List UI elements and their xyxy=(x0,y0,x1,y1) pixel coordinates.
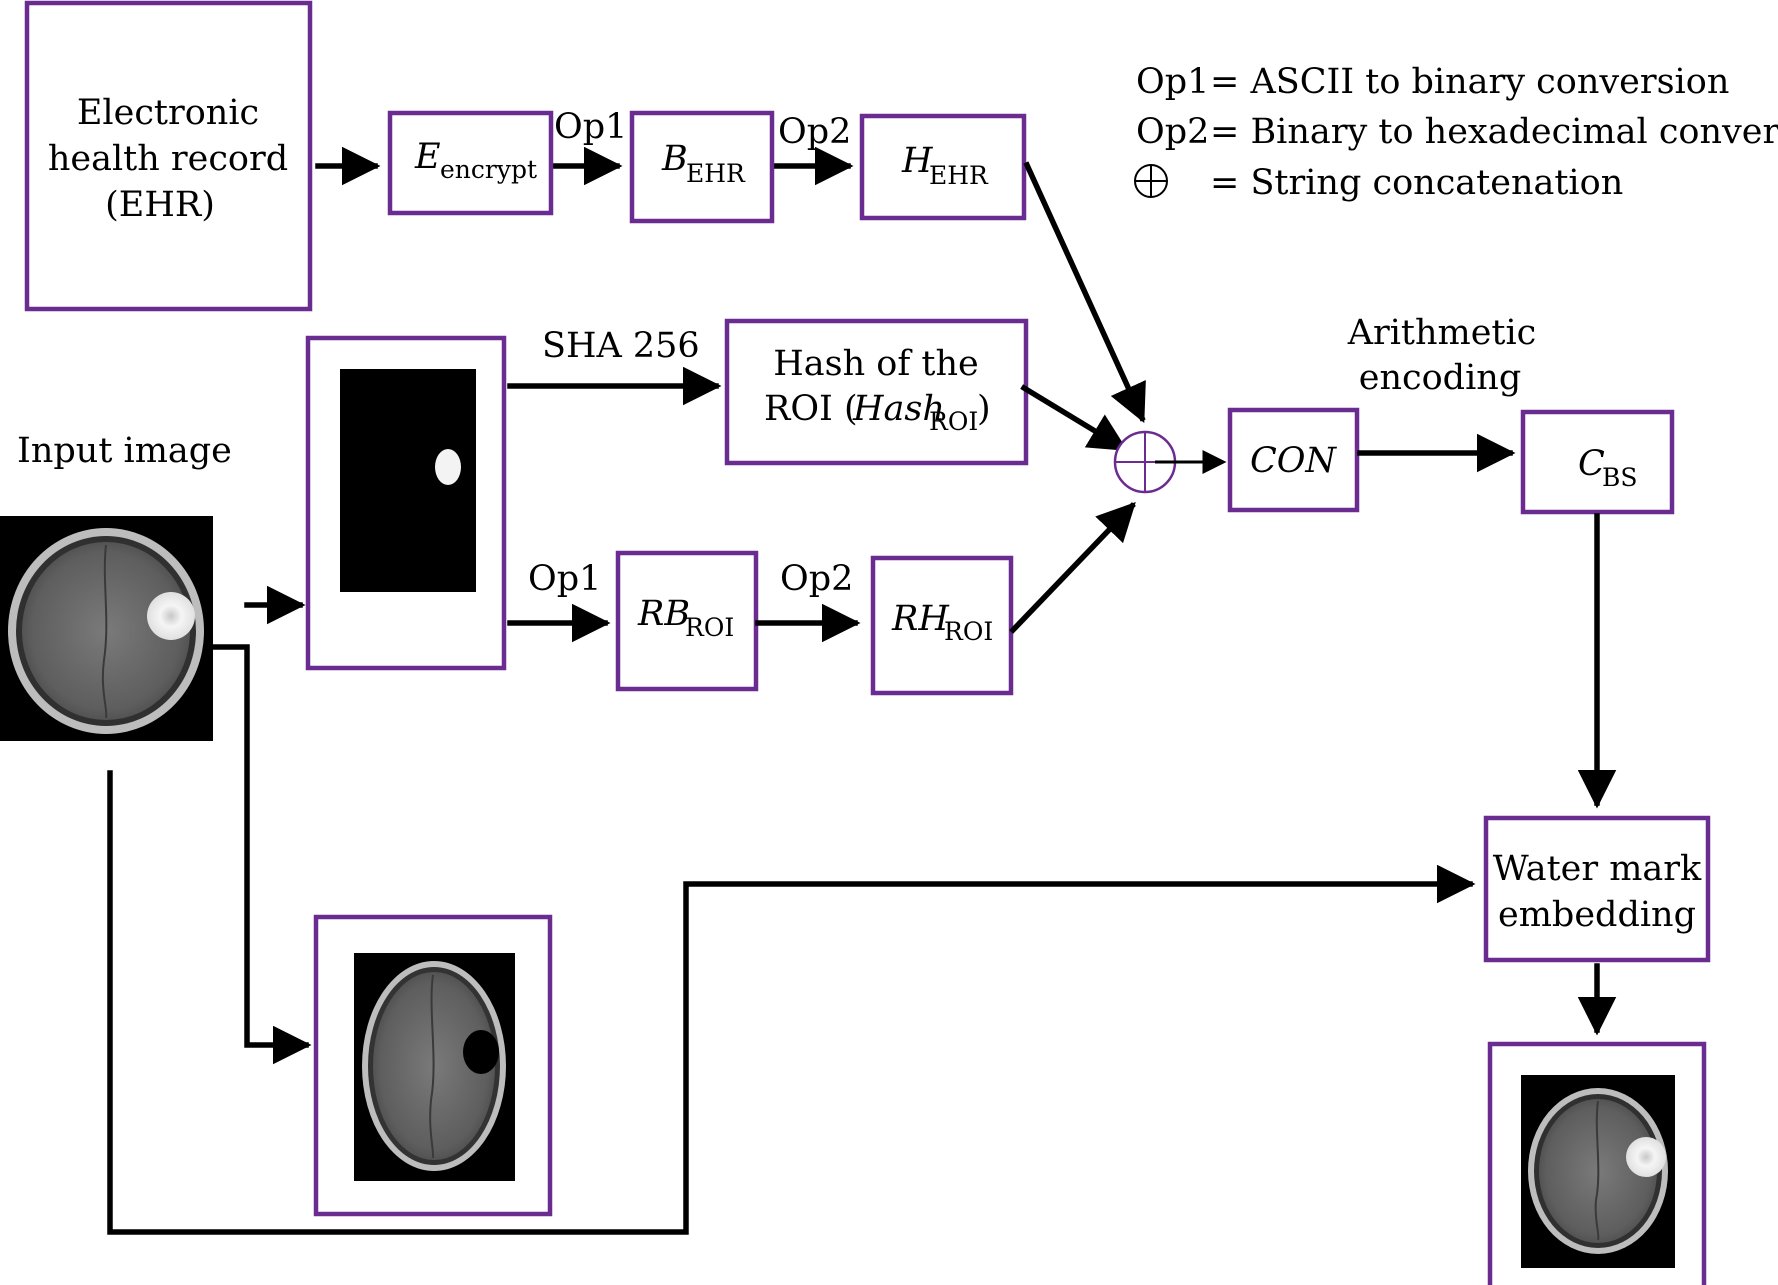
hash-line1: Hash of the xyxy=(773,344,979,384)
cbs-box: C BS xyxy=(1520,409,1675,515)
arrow-hash-to-concat xyxy=(1020,384,1128,452)
rh-roi-sub: ROI xyxy=(944,617,993,646)
roi-mask-box xyxy=(305,335,507,671)
cbs-sub: BS xyxy=(1602,463,1638,492)
cbs-main: C xyxy=(1578,444,1605,484)
b-ehr-main: B xyxy=(661,139,688,179)
b-ehr-box: B EHR xyxy=(629,110,775,224)
edge-label-arith-1: Arithmetic xyxy=(1347,313,1537,353)
ehr-line3: (EHR) xyxy=(105,185,215,225)
rh-roi-main: RH xyxy=(891,599,950,639)
legend-op2-name: Op2 xyxy=(1136,112,1209,152)
con-box: CON xyxy=(1227,407,1360,513)
edge-label-top-op2: Op2 xyxy=(778,112,851,152)
concat-symbol-icon xyxy=(1134,164,1168,198)
input-brain-image xyxy=(0,516,213,741)
rb-roi-sub: ROI xyxy=(685,613,734,642)
legend-op1-desc: = ASCII to binary conversion xyxy=(1210,62,1729,102)
rb-roi-main: RB xyxy=(637,594,690,634)
ehr-line2: health record xyxy=(48,139,288,179)
h-ehr-box: H EHR xyxy=(859,113,1027,221)
edge-label-arith-2: encoding xyxy=(1359,358,1521,398)
hash-line2-main: Hash xyxy=(852,389,945,429)
hash-line2-prefix: ROI ( xyxy=(764,389,858,429)
watermarked-output-box xyxy=(1487,1041,1707,1285)
connector-input-to-watermark xyxy=(107,770,1476,1235)
connector-input-to-inpainted xyxy=(210,644,312,1065)
con-label: CON xyxy=(1250,441,1337,481)
ehr-box: Electronic health record (EHR) xyxy=(24,0,313,312)
b-ehr-sub: EHR xyxy=(686,159,746,188)
watermark-line2: embedding xyxy=(1498,895,1696,935)
arrow-rhroi-to-concat xyxy=(1009,502,1136,634)
rb-roi-box: RB ROI xyxy=(615,550,759,692)
rh-roi-box: RH ROI xyxy=(870,555,1014,696)
hash-box: Hash of the ROI ( Hash ROI ) xyxy=(724,318,1029,466)
input-image-label: Input image xyxy=(17,431,232,471)
h-ehr-sub: EHR xyxy=(929,161,989,190)
h-ehr-main: H xyxy=(901,141,934,181)
e-encrypt-main: E xyxy=(414,137,441,177)
edge-label-sha: SHA 256 xyxy=(542,326,700,366)
legend-op1-name: Op1 xyxy=(1136,62,1209,102)
watermark-line1: Water mark xyxy=(1493,849,1702,889)
edge-label-mid-op1: Op1 xyxy=(528,559,601,599)
edge-label-top-op1: Op1 xyxy=(554,107,627,147)
legend: Op1 = ASCII to binary conversion Op2 = B… xyxy=(1134,62,1778,203)
arrow-hehr-to-concat xyxy=(1023,161,1146,424)
e-encrypt-box: E encrypt xyxy=(387,110,554,216)
e-encrypt-sub: encrypt xyxy=(440,155,537,184)
hash-line2-suffix: ) xyxy=(977,389,991,429)
hash-line2-sub: ROI xyxy=(929,407,978,436)
edge-label-mid-op2: Op2 xyxy=(780,559,853,599)
ehr-line1: Electronic xyxy=(77,93,259,133)
watermark-box: Water mark embedding xyxy=(1483,815,1711,963)
roni-image-box xyxy=(313,914,553,1217)
legend-op2-desc: = Binary to hexadecimal conversion xyxy=(1210,112,1778,152)
legend-concat-desc: = String concatenation xyxy=(1210,163,1623,203)
